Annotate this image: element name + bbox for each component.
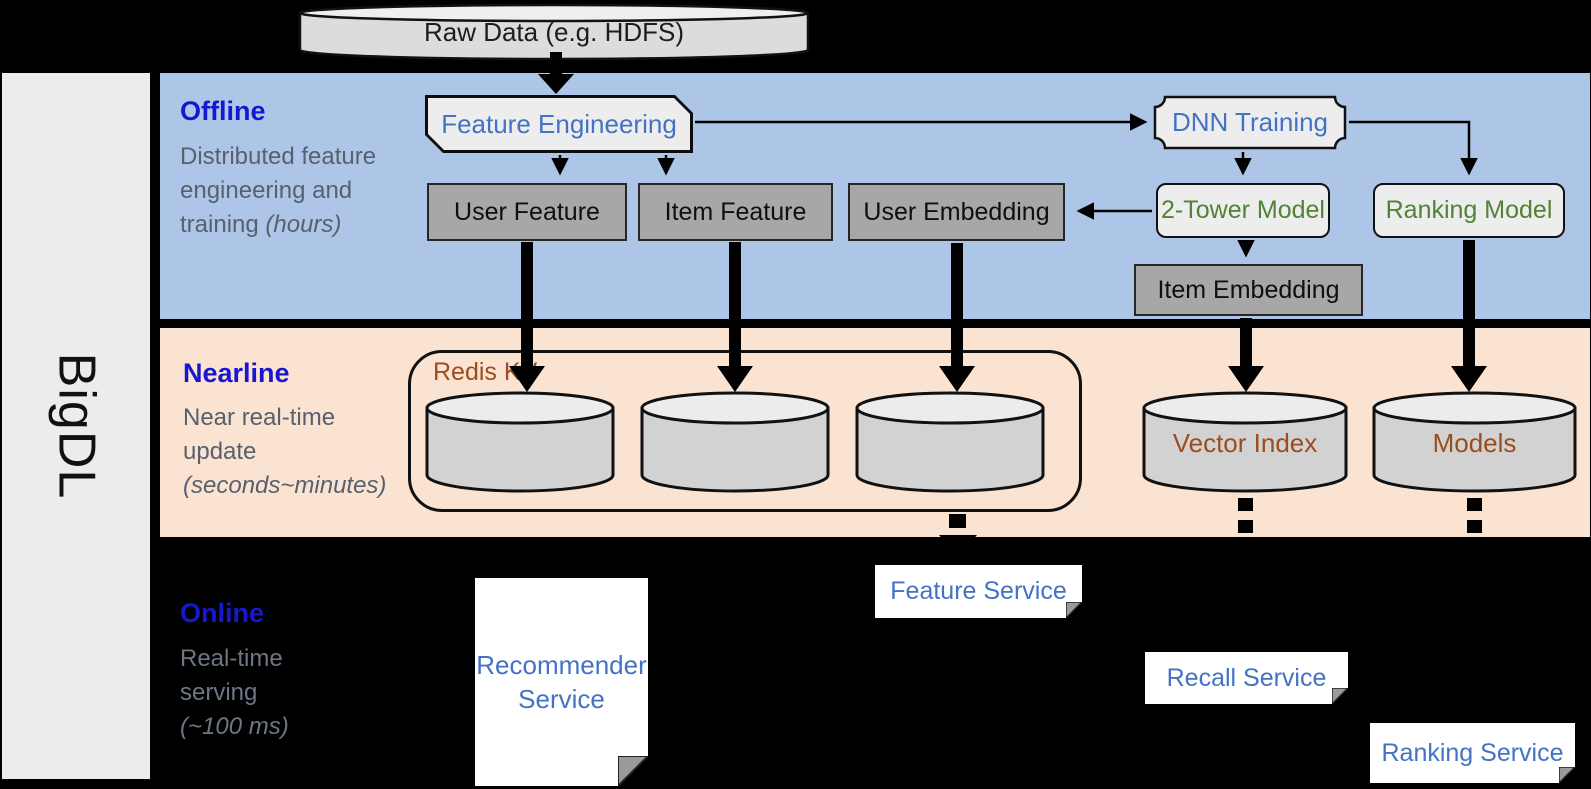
kv-cylinder-3 bbox=[855, 391, 1045, 493]
feature-engineering-label: Feature Engineering bbox=[428, 98, 690, 150]
nearline-description: Near real-time update (seconds~minutes) bbox=[183, 401, 388, 503]
kv-cylinder-2 bbox=[640, 391, 830, 493]
bigdl-logo-text: BigDL bbox=[46, 352, 105, 500]
dnn-training-label: DNN Training bbox=[1171, 107, 1329, 137]
online-title: Online bbox=[180, 598, 265, 628]
feature-service-node: Feature Service bbox=[875, 565, 1082, 618]
online-desc-text: Real-time serving bbox=[180, 645, 283, 706]
arrowhead-redis-to-feature-service bbox=[939, 535, 977, 557]
two-tower-model-node: 2-Tower Model bbox=[1156, 183, 1330, 238]
plaque-shape bbox=[1153, 95, 1347, 150]
ranking-model-node: Ranking Model bbox=[1373, 183, 1565, 238]
ranking-service-node: Ranking Service bbox=[1370, 723, 1575, 783]
raw-data-label: Raw Data (e.g. HDFS) bbox=[423, 17, 685, 47]
offline-desc-italic: (hours) bbox=[265, 211, 342, 238]
offline-title: Offline bbox=[180, 96, 266, 126]
user-embedding-node: User Embedding bbox=[848, 183, 1065, 241]
nearline-title: Nearline bbox=[183, 358, 290, 388]
dnn-training-node: DNN Training bbox=[1153, 95, 1347, 150]
nearline-desc-italic: (seconds~minutes) bbox=[183, 472, 387, 499]
nearline-desc-text: Near real-time update bbox=[183, 404, 336, 465]
redis-kv-label: Redis KV bbox=[433, 358, 538, 386]
item-embedding-node: Item Embedding bbox=[1134, 264, 1363, 316]
item-feature-node: Item Feature bbox=[638, 183, 833, 241]
models-label: Models bbox=[1432, 428, 1517, 458]
online-desc-italic: (~100 ms) bbox=[180, 713, 289, 740]
kv-cylinder-1 bbox=[425, 391, 615, 493]
offline-desc-text: Distributed feature engineering and trai… bbox=[180, 143, 377, 238]
feature-engineering-node: Feature Engineering bbox=[425, 95, 693, 153]
bigdl-sidebar: BigDL bbox=[2, 73, 150, 779]
vector-index-cylinder bbox=[1142, 391, 1348, 493]
vector-index-label: Vector Index bbox=[1172, 428, 1318, 458]
user-feature-node: User Feature bbox=[427, 183, 627, 241]
recommender-service-node: Recommender Service bbox=[475, 578, 648, 786]
models-cylinder bbox=[1372, 391, 1577, 493]
offline-description: Distributed feature engineering and trai… bbox=[180, 140, 385, 242]
online-description: Real-time serving (~100 ms) bbox=[180, 642, 320, 744]
recall-service-node: Recall Service bbox=[1145, 652, 1348, 704]
raw-data-cylinder bbox=[298, 3, 810, 61]
